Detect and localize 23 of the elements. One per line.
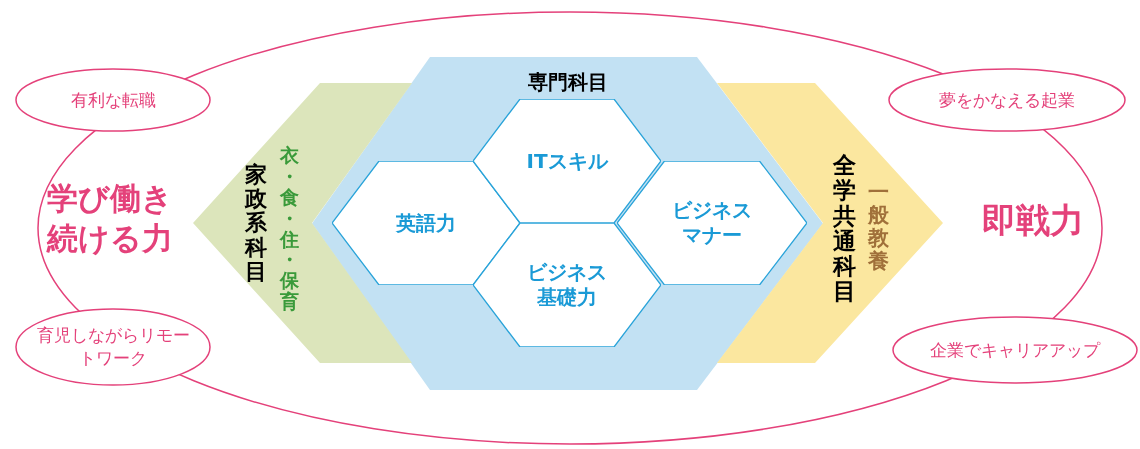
node-text: 企業でキャリアアップ [930,338,1100,362]
ellipse-node [15,68,211,132]
ellipse-node [888,68,1126,132]
hexagon-node [473,223,661,347]
node-text: 全学共通科目 [833,153,856,305]
heading-text: 即戦力 [981,199,1085,242]
node-text: ビジネスマナー [671,198,753,248]
node-text: 英語力 [396,210,456,236]
node-text: ビジネス基礎力 [526,260,608,310]
hexagon-node [617,161,807,285]
node-text: 一般教養 [868,181,889,274]
hexagon-node [473,99,661,223]
ellipse-node [892,316,1138,384]
node-text: 有利な転職 [70,88,156,112]
node-text: 育児しながらリモートワーク [35,324,191,370]
node-text: 家政系科目 [245,163,267,284]
heading-text: 学び働き続ける力 [45,179,174,259]
hexagon-node [332,161,520,285]
node-text: ITスキル [526,148,608,174]
node-text: 夢をかなえる起業 [939,88,1075,112]
node-text: 衣・食・住・保育 [280,145,299,313]
ellipse-node [15,308,211,386]
node-text: 専門科目 [527,70,608,94]
